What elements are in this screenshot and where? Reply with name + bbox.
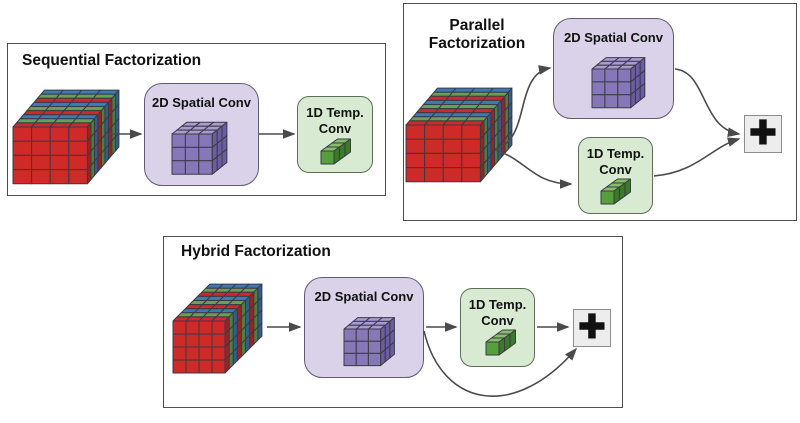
temporal-conv-label: 1D Temp. Conv <box>461 297 534 329</box>
panel-parallel: Parallel Factorization 2D Spatial Conv 1… <box>403 3 797 221</box>
panel-title-parallel-line1: Parallel <box>449 17 505 34</box>
temporal-conv-box: 1D Temp. Conv <box>297 96 373 173</box>
temporal-conv-label-line2: Conv <box>481 313 514 328</box>
temporal-conv-label-line1: 1D Temp. <box>306 105 364 120</box>
plus-icon: ✚ <box>578 308 606 345</box>
temporal-conv-label: 1D Temp. Conv <box>298 105 372 137</box>
temporal-conv-label: 1D Temp. Conv <box>579 146 652 178</box>
temporal-conv-label-line2: Conv <box>599 162 632 177</box>
arrow-spatial-to-plus <box>674 68 741 137</box>
panel-sequential: Sequential Factorization 2D Spatial Conv… <box>7 43 386 196</box>
plus-icon: ✚ <box>749 114 777 151</box>
panel-title-sequential: Sequential Factorization <box>22 52 202 69</box>
temporal-conv-box: 1D Temp. Conv <box>578 137 653 214</box>
arrow-input-to-spatial <box>494 65 552 150</box>
input-frames-stack <box>12 89 120 185</box>
panel-hybrid: Hybrid Factorization 2D Spatial Conv 1D … <box>163 236 623 408</box>
temporal-conv-label-line1: 1D Temp. <box>468 297 527 312</box>
arrow-input-to-temporal <box>494 149 573 189</box>
spatial-conv-box: 2D Spatial Conv <box>304 277 424 378</box>
temporal-conv-label-line1: 1D Temp. <box>586 146 645 161</box>
spatial-conv-box: 2D Spatial Conv <box>144 83 259 186</box>
panel-title-parallel-line2: Factorization <box>428 35 526 52</box>
temporal-conv-label-line2: Conv <box>318 121 352 136</box>
panel-title-parallel: Parallel Factorization <box>412 17 542 53</box>
add-operator-box: ✚ <box>573 309 611 347</box>
input-frames-stack <box>405 87 513 183</box>
temporal-conv-box: 1D Temp. Conv <box>460 288 535 367</box>
input-frames-stack <box>172 283 263 374</box>
spatial-conv-label: 2D Spatial Conv <box>314 289 414 304</box>
panel-title-hybrid: Hybrid Factorization <box>181 243 331 260</box>
arrow-temporal-to-plus <box>653 137 741 177</box>
spatial-conv-box: 2D Spatial Conv <box>553 18 674 119</box>
add-operator-box: ✚ <box>744 115 782 153</box>
spatial-conv-label: 2D Spatial Conv <box>564 30 663 45</box>
spatial-conv-label: 2D Spatial Conv <box>152 95 251 110</box>
